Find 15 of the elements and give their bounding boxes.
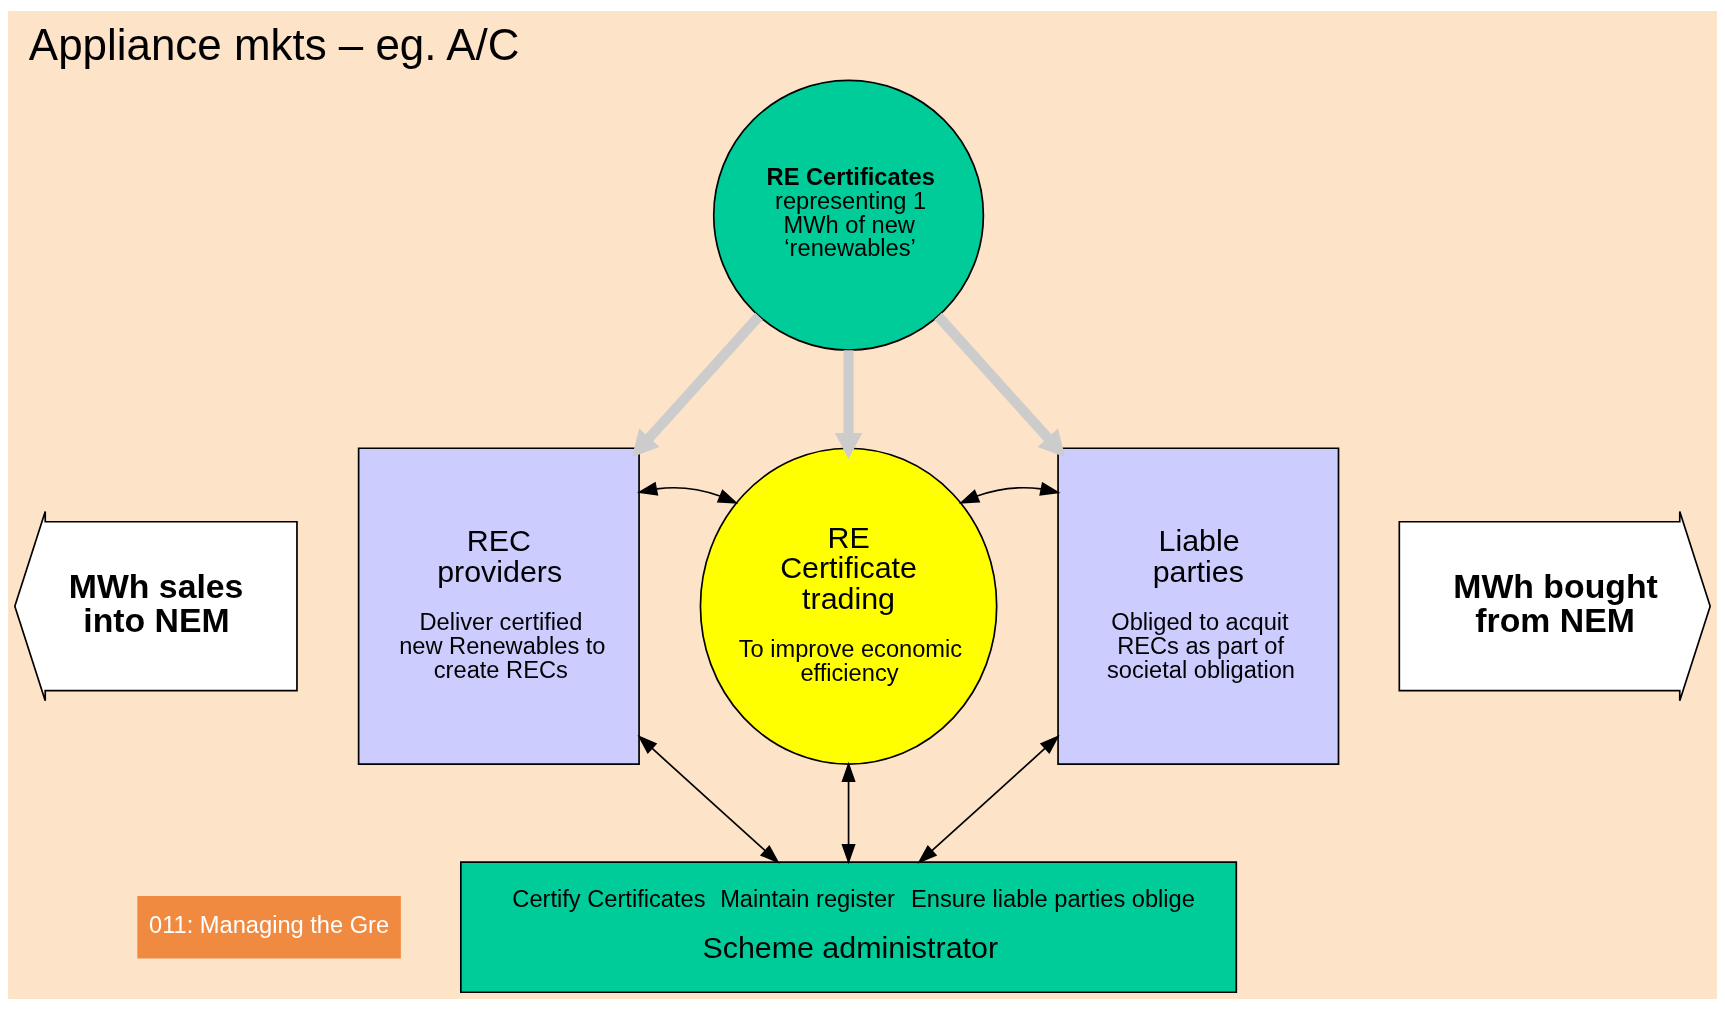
- node-circle: RE Certificate trading To improve economic efficiency: [699, 447, 998, 765]
- arrow: [958, 481, 1061, 504]
- arrow: [631, 312, 763, 458]
- node-circle: RE Certificates representing 1 MWh of new ‘renewables’: [712, 79, 985, 351]
- diagram-title: Appliance mkts – eg. A/C: [28, 19, 520, 69]
- arrow: [637, 481, 739, 504]
- node-box: Certify Certificates Maintain register Ensure liable parties oblige Scheme administrator: [460, 861, 1238, 994]
- arrow: [934, 312, 1066, 458]
- arrow: [834, 350, 863, 460]
- label: 011: Managing the Gre: [149, 912, 390, 939]
- node-box: Liable parties Obliged to acquit RECs as part of societal obligation: [1057, 447, 1340, 765]
- arrow: [841, 761, 856, 865]
- arrow: [917, 735, 1060, 864]
- arrow: [637, 735, 780, 864]
- node-box: REC providers Deliver certified new Renewables to create RECs: [357, 447, 640, 765]
